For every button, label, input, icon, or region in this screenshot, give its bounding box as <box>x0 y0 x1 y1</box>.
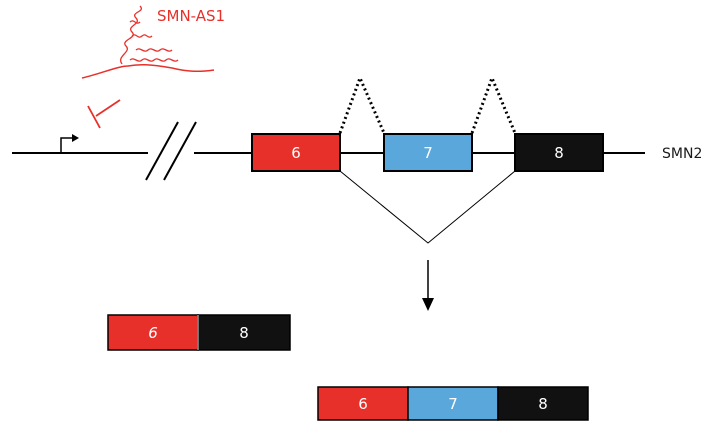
exon-6: 6 <box>251 133 341 172</box>
exon-7-label: 7 <box>423 144 433 162</box>
full-exon-8-label: 8 <box>538 395 548 413</box>
antisense-squiggle <box>81 63 215 79</box>
skipped-transcript: 6 8 <box>107 314 291 351</box>
antisense-coil <box>120 5 179 65</box>
full-exon-6-label: 6 <box>358 395 368 413</box>
skipping-splice-path <box>339 170 516 244</box>
exon-8: 8 <box>514 133 604 172</box>
exon-8-label: 8 <box>554 144 564 162</box>
full-exon-7-label: 7 <box>448 395 458 413</box>
full-length-transcript: 6 7 8 <box>317 386 589 421</box>
exon-7: 7 <box>383 133 473 172</box>
down-arrow-icon <box>422 260 434 311</box>
antisense-label: SMN-AS1 <box>157 7 225 25</box>
exon-6-label: 6 <box>291 144 301 162</box>
antisense-inhibition-bar <box>87 99 121 129</box>
inclusion-splice-paths <box>338 73 517 134</box>
sequence-break-icon <box>145 121 197 181</box>
smn-as1-transcript <box>81 5 215 129</box>
gene-label: SMN2 <box>662 146 702 162</box>
skipped-exon-8-label: 8 <box>239 324 249 342</box>
skipped-exon-6-label: 6 <box>148 324 158 342</box>
promoter-arrow-icon <box>60 134 79 153</box>
